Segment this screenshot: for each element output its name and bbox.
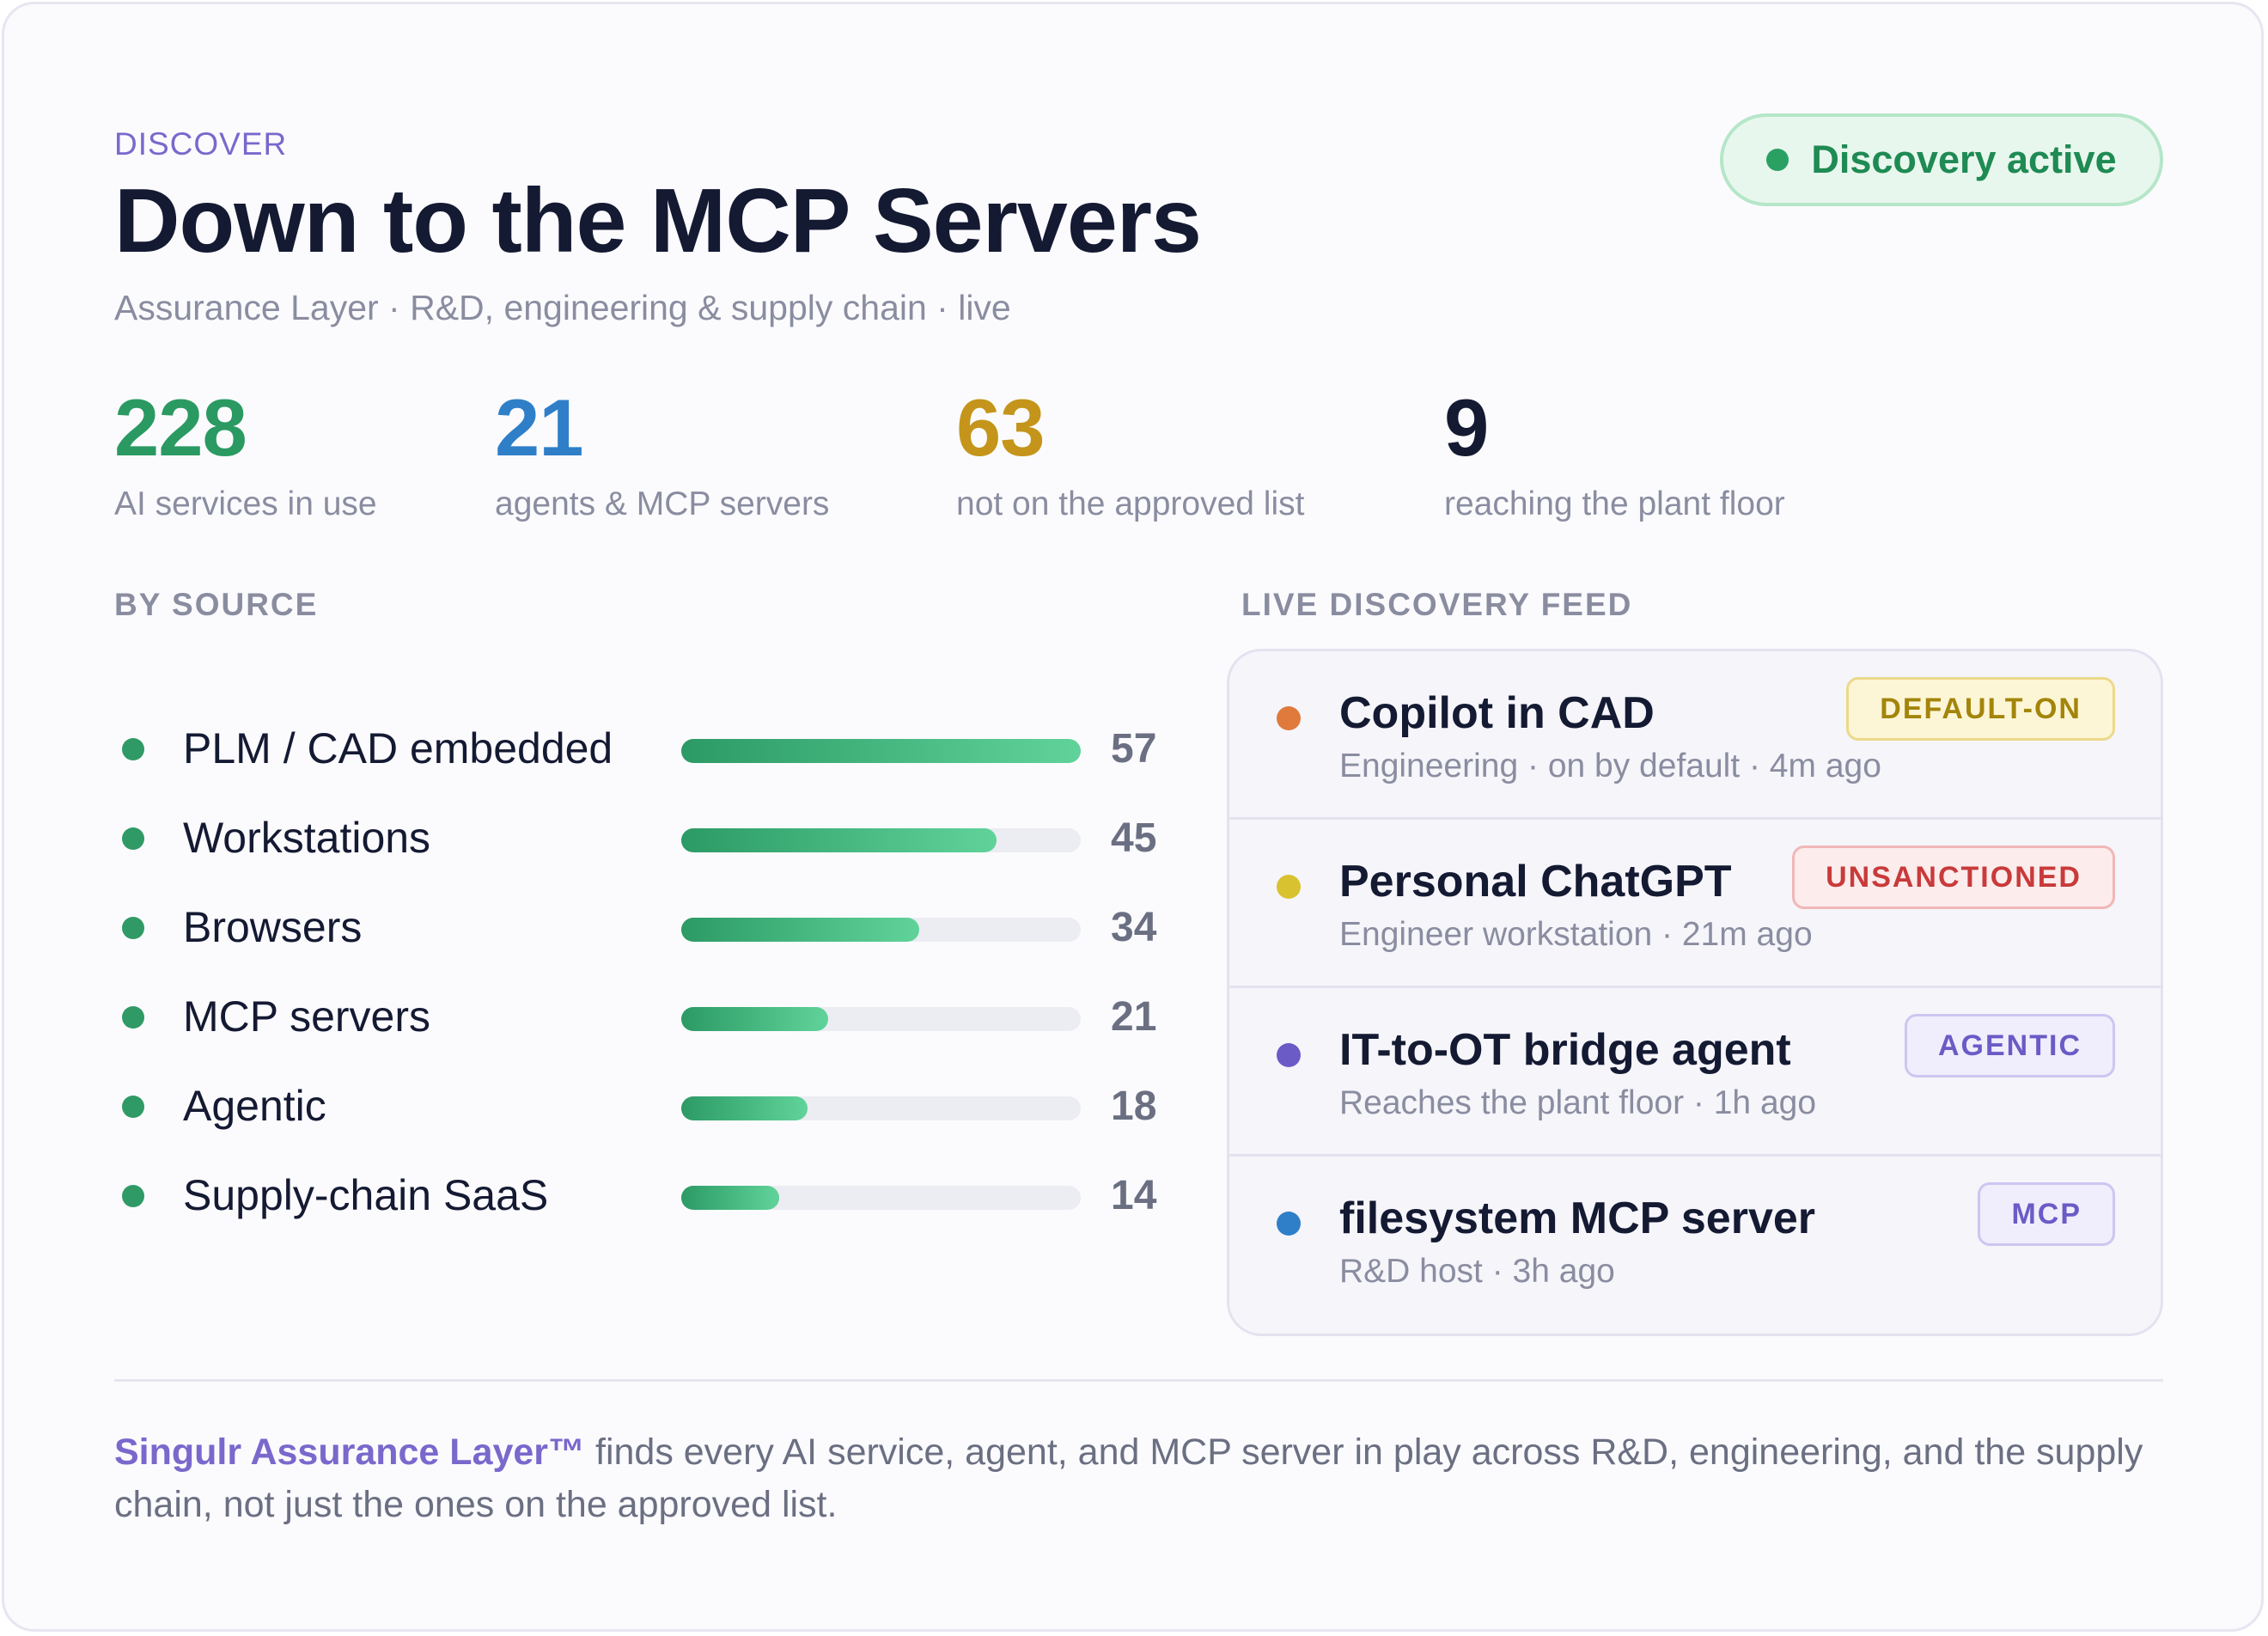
source-name: Agentic <box>183 1082 326 1130</box>
feed-item-name: IT-to-OT bridge agent <box>1339 1025 1791 1075</box>
stat-label: reaching the plant floor <box>1444 485 1785 522</box>
page-title: Down to the MCP Servers <box>114 170 1202 272</box>
source-count: 34 <box>1111 905 1157 950</box>
source-row-browsers[interactable]: Browsers 34 <box>114 899 1162 951</box>
stat-plant-floor: 9 reaching the plant floor <box>1444 381 1785 523</box>
by-source-heading: BY SOURCE <box>114 587 319 622</box>
source-bar-track <box>681 828 1081 852</box>
source-row-workstations[interactable]: Workstations 45 <box>114 809 1162 862</box>
source-bar-fill <box>681 828 997 852</box>
bullet-dot-icon <box>122 1096 144 1118</box>
source-bar-track <box>681 918 1081 942</box>
stat-value: 228 <box>114 382 247 473</box>
stat-label: agents & MCP servers <box>495 485 830 522</box>
stat-value: 9 <box>1444 382 1489 473</box>
footer-description: Singulr Assurance Layer™ finds every AI … <box>114 1426 2163 1531</box>
feed-item-meta: Reaches the plant floor · 1h ago <box>1339 1084 1817 1121</box>
source-bar-fill <box>681 1007 829 1031</box>
source-name: Workstations <box>183 814 431 862</box>
footer-brand-link[interactable]: Singulr Assurance Layer™ <box>114 1432 586 1473</box>
source-bar-track <box>681 1096 1081 1120</box>
feed-item-tag: DEFAULT-ON <box>1846 677 2115 741</box>
source-count: 45 <box>1111 815 1157 861</box>
source-bar-track <box>681 1186 1081 1210</box>
bullet-dot-icon <box>122 738 144 760</box>
source-name: MCP servers <box>183 992 431 1041</box>
stat-label: not on the approved list <box>956 485 1305 522</box>
source-bar-fill <box>681 1186 780 1210</box>
bullet-dot-icon <box>122 917 144 939</box>
feed-item-personal-chatgpt[interactable]: Personal ChatGPT Engineer workstation · … <box>1229 820 2161 988</box>
footer-text: finds every AI service, agent, and MCP s… <box>114 1432 2143 1525</box>
source-count: 57 <box>1111 726 1157 772</box>
feed-item-name: filesystem MCP server <box>1339 1193 1816 1243</box>
feed-item-tag: AGENTIC <box>1905 1014 2115 1077</box>
source-bar-track <box>681 1007 1081 1031</box>
source-count: 14 <box>1111 1173 1157 1218</box>
live-discovery-feed: Copilot in CAD Engineering · on by defau… <box>1227 649 2163 1336</box>
status-dot-icon <box>1766 149 1789 171</box>
source-name: Browsers <box>183 903 363 951</box>
feed-item-meta: Engineering · on by default · 4m ago <box>1339 748 1881 784</box>
feed-item-tag: UNSANCTIONED <box>1792 845 2115 909</box>
feed-item-copilot-cad[interactable]: Copilot in CAD Engineering · on by defau… <box>1229 651 2161 820</box>
source-bar-fill <box>681 1096 808 1120</box>
source-bar-fill <box>681 918 920 942</box>
feed-item-name: Personal ChatGPT <box>1339 857 1732 907</box>
source-row-supply-chain-saas[interactable]: Supply-chain SaaS 14 <box>114 1167 1162 1219</box>
source-name: Supply-chain SaaS <box>183 1171 549 1219</box>
bullet-dot-icon <box>122 1185 144 1207</box>
divider <box>114 1379 2163 1382</box>
source-count: 18 <box>1111 1084 1157 1129</box>
stat-value: 21 <box>495 382 584 473</box>
status-dot-icon <box>1277 1043 1301 1067</box>
feed-item-filesystem-mcp[interactable]: filesystem MCP server R&D host · 3h ago … <box>1229 1157 2161 1325</box>
feed-item-tag: MCP <box>1978 1182 2115 1246</box>
live-feed-heading: LIVE DISCOVERY FEED <box>1241 587 1633 622</box>
source-bar-fill <box>681 739 1081 763</box>
stat-ai-services: 228 AI services in use <box>114 381 377 523</box>
status-dot-icon <box>1277 1212 1301 1236</box>
status-dot-icon <box>1277 875 1301 899</box>
source-row-mcp-servers[interactable]: MCP servers 21 <box>114 988 1162 1041</box>
feed-item-name: Copilot in CAD <box>1339 688 1655 738</box>
status-badge-label: Discovery active <box>1811 137 2117 181</box>
stat-value: 63 <box>956 382 1046 473</box>
source-row-agentic[interactable]: Agentic 18 <box>114 1077 1162 1130</box>
page-subtitle: Assurance Layer · R&D, engineering & sup… <box>114 288 1011 327</box>
stat-not-approved: 63 not on the approved list <box>956 381 1304 523</box>
discovery-status-badge[interactable]: Discovery active <box>1720 113 2163 206</box>
feed-item-meta: Engineer workstation · 21m ago <box>1339 916 1813 953</box>
stat-label: AI services in use <box>114 485 377 522</box>
stat-agents-mcp: 21 agents & MCP servers <box>495 381 829 523</box>
source-name: PLM / CAD embedded <box>183 724 613 772</box>
feed-item-meta: R&D host · 3h ago <box>1339 1253 1615 1290</box>
feed-item-it-ot-bridge[interactable]: IT-to-OT bridge agent Reaches the plant … <box>1229 988 2161 1157</box>
source-count: 21 <box>1111 994 1157 1040</box>
source-bar-track <box>681 739 1081 763</box>
eyebrow: DISCOVER <box>114 126 288 162</box>
bullet-dot-icon <box>122 827 144 850</box>
bullet-dot-icon <box>122 1006 144 1029</box>
source-row-plm-cad[interactable]: PLM / CAD embedded 57 <box>114 720 1162 772</box>
status-dot-icon <box>1277 706 1301 730</box>
